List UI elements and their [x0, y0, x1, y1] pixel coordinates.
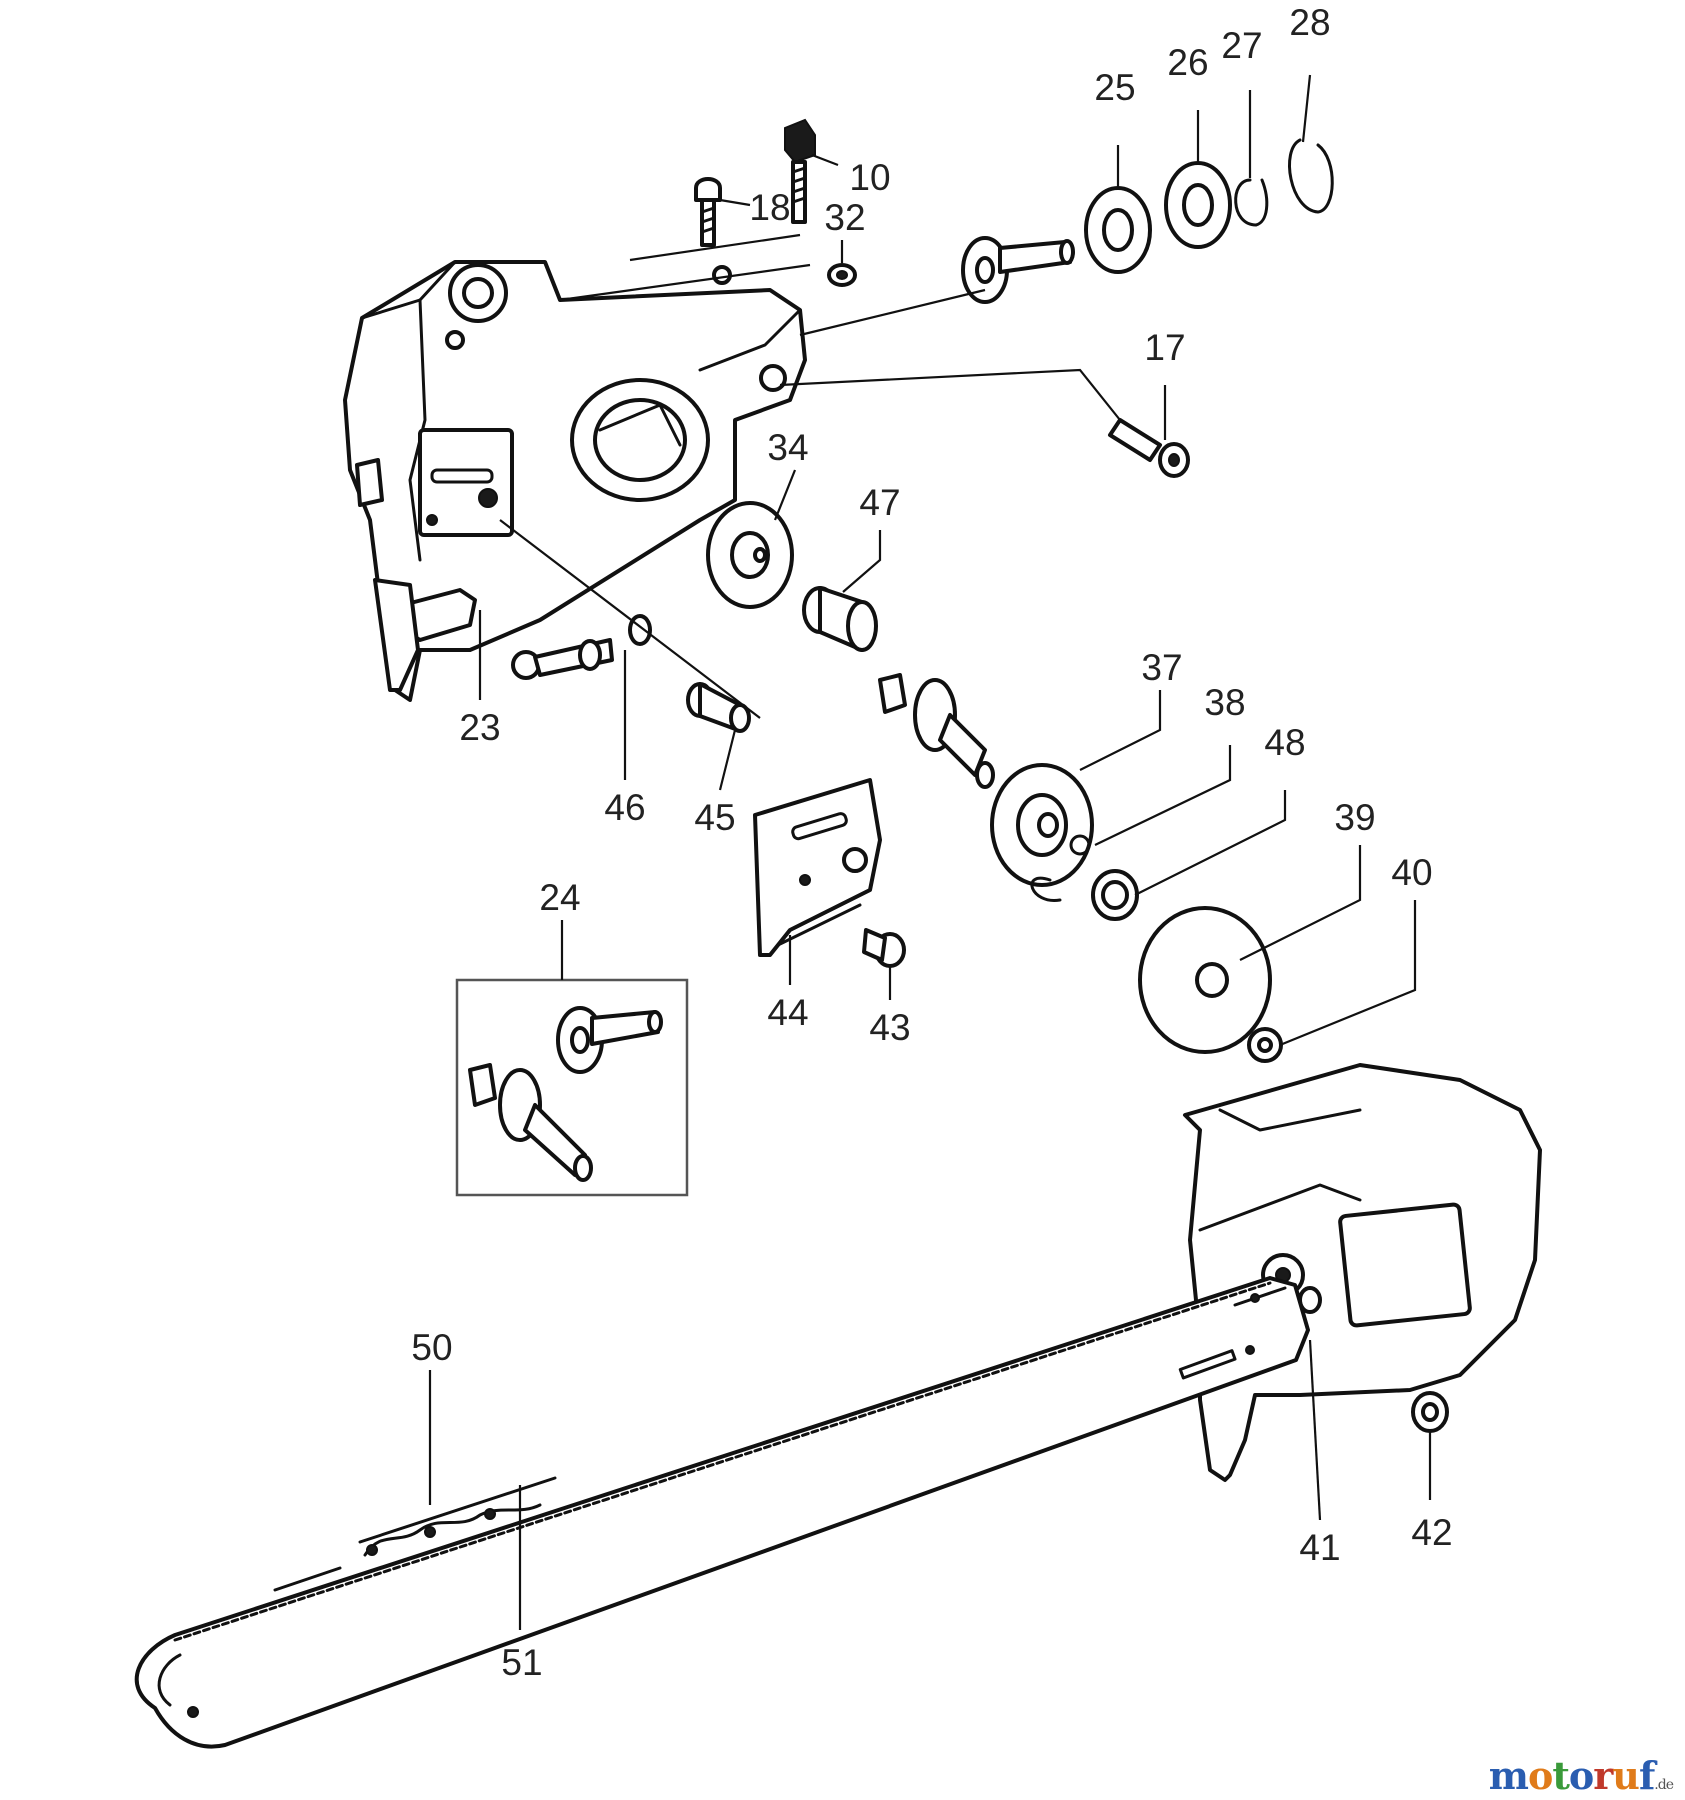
watermark-letter: r [1593, 1753, 1613, 1798]
adjuster-45 [686, 682, 751, 733]
callout-37: 37 [1141, 647, 1182, 688]
watermark-letter: t [1552, 1753, 1570, 1798]
callout-46: 46 [604, 787, 645, 828]
circlip-27 [1234, 178, 1269, 227]
callout-32: 32 [824, 197, 865, 238]
sprocket-shaft [878, 673, 995, 789]
watermark-letter: m [1488, 1753, 1529, 1798]
drive-shaft [961, 236, 1075, 304]
screw-43 [862, 928, 906, 968]
bar-plate-44 [753, 778, 882, 957]
watermark-letter: f [1638, 1753, 1655, 1798]
callout-40: 40 [1391, 852, 1432, 893]
watermark-letter: o [1568, 1753, 1594, 1798]
callout-10: 10 [849, 157, 890, 198]
plate-39 [1138, 906, 1272, 1054]
pin-46 [511, 614, 652, 680]
callout-39: 39 [1334, 797, 1375, 838]
watermark-letter: o [1527, 1753, 1553, 1798]
watermark-letter: u [1612, 1753, 1640, 1798]
callout-28: 28 [1289, 2, 1330, 43]
retaining-ring-28 [1288, 138, 1334, 214]
bearing-34 [706, 501, 794, 609]
callout-48: 48 [1264, 722, 1305, 763]
leader-lines [428, 74, 1432, 1630]
nut-40 [1247, 1027, 1283, 1063]
bolt-10 [784, 118, 816, 224]
spring-38 [1030, 834, 1091, 902]
bearing-26 [1164, 161, 1232, 249]
guide-bar-51 [134, 1276, 1310, 1749]
callout-41: 41 [1299, 1527, 1340, 1568]
ring-48 [1091, 869, 1139, 921]
nut-42 [1411, 1391, 1449, 1433]
washer-32 [827, 263, 857, 287]
screw-17 [1108, 418, 1190, 478]
bushing-47 [802, 586, 878, 652]
callout-34: 34 [767, 427, 808, 468]
callout-labels: 10 17 18 23 24 25 26 27 28 32 34 37 38 3… [411, 2, 1452, 1683]
callout-42: 42 [1411, 1512, 1452, 1553]
gear-housing [343, 260, 807, 702]
callout-51: 51 [501, 1642, 542, 1683]
screw-18 [694, 177, 722, 247]
callout-47: 47 [859, 482, 900, 523]
callout-18: 18 [749, 187, 790, 228]
bearing-25 [1084, 186, 1152, 274]
chain-cover-41 [1183, 1063, 1542, 1482]
callout-17: 17 [1144, 327, 1185, 368]
callout-43: 43 [869, 1007, 910, 1048]
callout-23: 23 [459, 707, 500, 748]
saw-chain-50 [157, 1281, 1272, 1707]
motoruf-watermark: motoruf.de [1488, 1753, 1674, 1798]
callout-27: 27 [1221, 25, 1262, 66]
kit-24-inset [455, 978, 689, 1197]
watermark-tld: .de [1654, 1777, 1674, 1793]
callout-44: 44 [767, 992, 808, 1033]
callout-45: 45 [694, 797, 735, 838]
callout-25: 25 [1094, 67, 1135, 108]
callout-24: 24 [539, 877, 580, 918]
clutch-37 [990, 763, 1094, 887]
callout-38: 38 [1204, 682, 1245, 723]
callout-26: 26 [1167, 42, 1208, 83]
callout-50: 50 [411, 1327, 452, 1368]
